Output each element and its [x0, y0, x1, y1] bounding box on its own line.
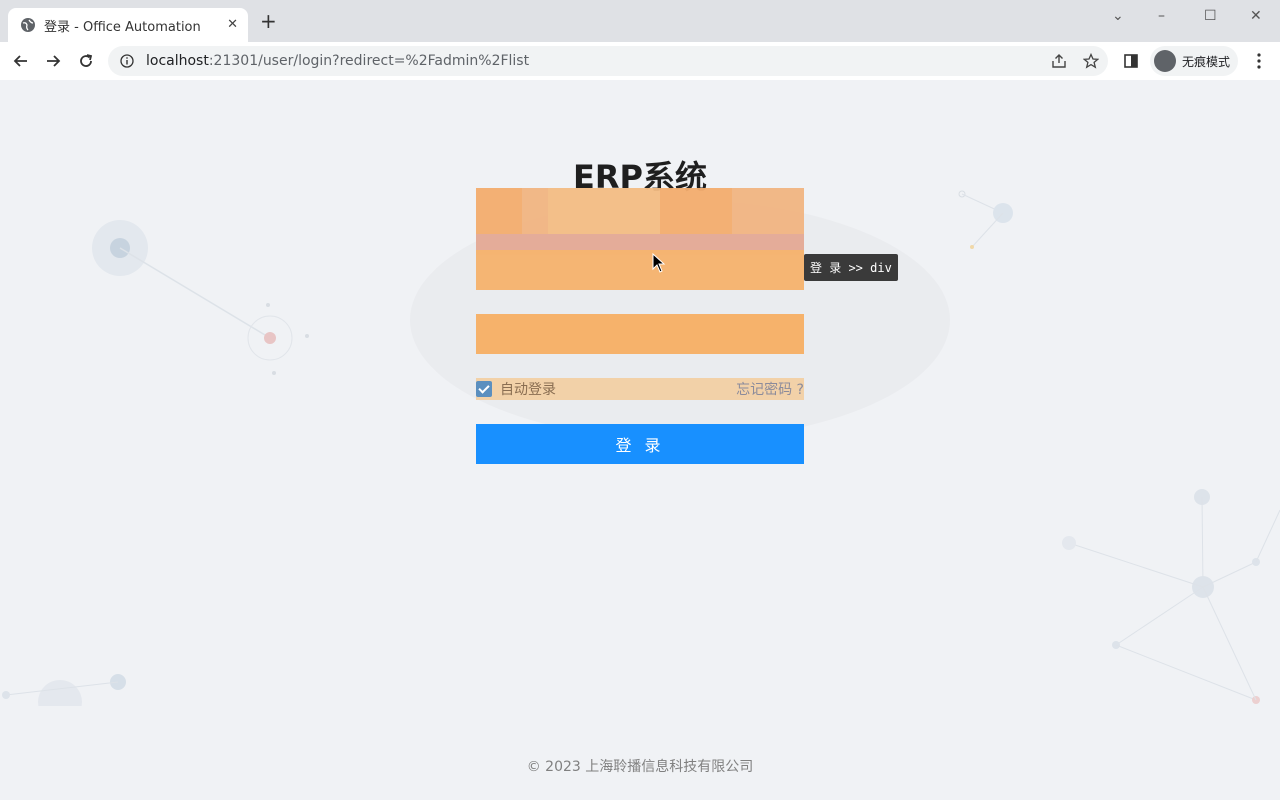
bookmark-star-icon[interactable]	[1083, 53, 1099, 69]
auto-login-checkbox[interactable]	[476, 381, 492, 397]
close-window-button[interactable]: ✕	[1250, 8, 1262, 24]
side-panel-icon[interactable]	[1123, 53, 1139, 69]
login-button[interactable]: 登 录	[476, 424, 804, 464]
maximize-button[interactable]: ☐	[1204, 8, 1217, 24]
mouse-cursor-icon	[652, 253, 666, 273]
login-tabs-highlight[interactable]	[476, 188, 804, 290]
url-path: :21301/user/login?redirect=%2Fadmin%2Fli…	[208, 53, 530, 69]
tab-title: 登录 - Office Automation	[44, 19, 201, 35]
incognito-label: 无痕模式	[1182, 54, 1231, 69]
browser-tab[interactable]: 登录 - Office Automation ✕	[8, 8, 248, 42]
inspector-tooltip: 登 录 >> div	[804, 254, 898, 281]
footer-copyright: © 2023 上海聆播信息科技有限公司	[526, 759, 754, 775]
incognito-icon	[1154, 50, 1176, 72]
address-bar[interactable]: localhost:21301/user/login?redirect=%2Fa…	[108, 46, 1108, 76]
new-tab-button[interactable]: +	[260, 9, 277, 33]
globe-icon	[21, 18, 35, 32]
tab-account-login[interactable]	[522, 188, 548, 234]
share-icon[interactable]	[1051, 53, 1067, 69]
login-tabs-strip	[476, 188, 804, 234]
browser-toolbar: localhost:21301/user/login?redirect=%2Fa…	[0, 42, 1280, 81]
site-info-icon[interactable]	[120, 54, 134, 68]
tabs-ink-bar	[476, 234, 804, 250]
incognito-indicator[interactable]: 无痕模式	[1150, 46, 1238, 76]
browser-menu-icon[interactable]	[1252, 52, 1266, 70]
browser-titlebar: 登录 - Office Automation ✕ + ⌄ – ☐ ✕	[0, 0, 1280, 42]
url-host: localhost	[146, 53, 209, 69]
reload-icon[interactable]	[77, 52, 95, 70]
forgot-password-link[interactable]: 忘记密码 ?	[736, 382, 804, 398]
tab-phone-login[interactable]	[732, 188, 804, 234]
tab-search-icon[interactable]: ⌄	[1112, 8, 1124, 24]
password-field[interactable]	[476, 314, 804, 354]
url-text: localhost:21301/user/login?redirect=%2Fa…	[146, 53, 529, 69]
login-options-row: 自动登录 忘记密码 ?	[476, 378, 804, 400]
login-page: ERP系统 登 录 >> div 自动登录 忘记密码 ? 登 录 © 2023 …	[0, 80, 1280, 800]
password-input[interactable]	[476, 314, 804, 354]
auto-login-label[interactable]: 自动登录	[500, 382, 556, 398]
forward-icon[interactable]	[44, 52, 62, 70]
close-tab-icon[interactable]: ✕	[227, 17, 238, 32]
tab-active[interactable]	[548, 188, 660, 234]
back-icon[interactable]	[12, 52, 30, 70]
minimize-button[interactable]: –	[1158, 8, 1165, 24]
